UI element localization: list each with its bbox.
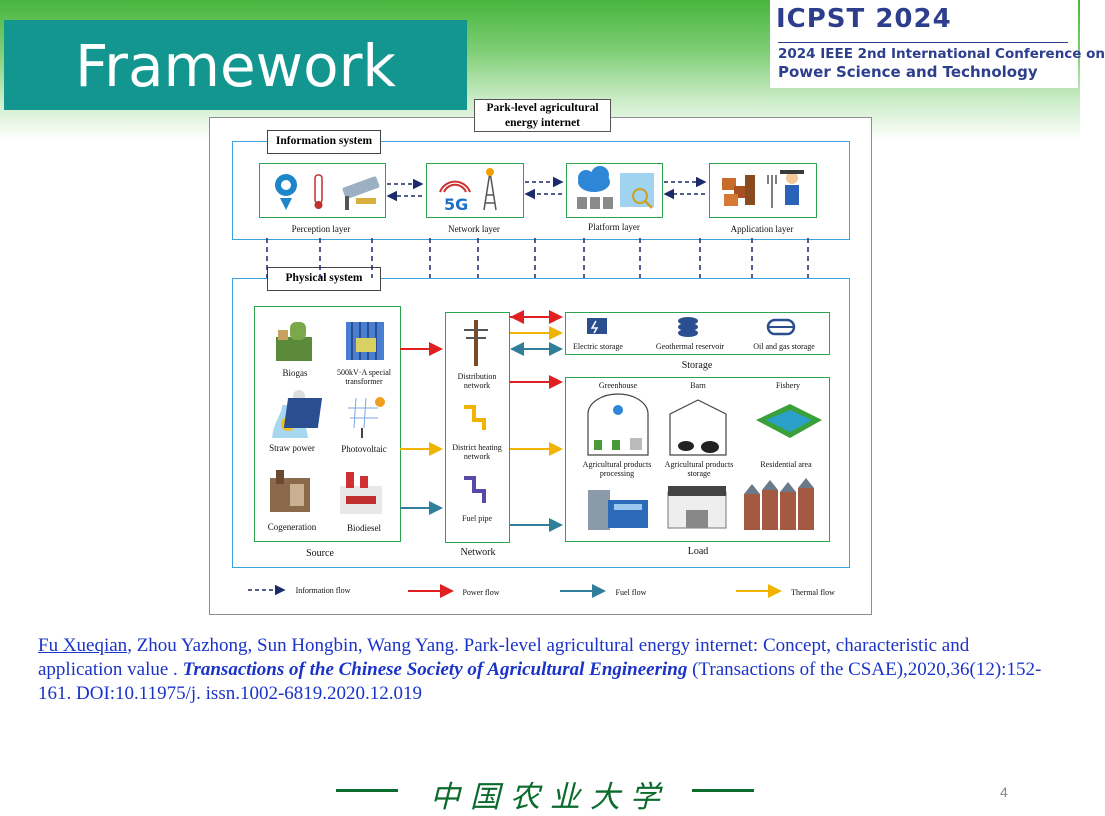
physical-system-label: Physical system bbox=[267, 267, 381, 291]
transformer-label: 500kV·A special transformer bbox=[337, 368, 391, 386]
oil-gas-storage-label: Oil and gas storage bbox=[753, 342, 815, 351]
conference-logo: ICPST 2024 2024 IEEE 2nd International C… bbox=[770, 0, 1105, 88]
network-layer-box bbox=[426, 163, 524, 218]
perception-layer-box bbox=[259, 163, 386, 218]
biodiesel-label: Biodiesel bbox=[347, 523, 381, 533]
figure-title: Park-level agricultural energy internet bbox=[474, 99, 611, 132]
greenhouse-label: Greenhouse bbox=[598, 381, 638, 390]
storage-caption: Storage bbox=[681, 360, 713, 371]
straw-power-label: Straw power bbox=[269, 443, 315, 453]
fuel-pipe-label: Fuel pipe bbox=[462, 514, 492, 523]
legend-fuel-flow: Fuel flow bbox=[615, 588, 647, 597]
perception-layer-label: Perception layer bbox=[291, 224, 351, 234]
information-system-label: Information system bbox=[267, 130, 381, 154]
citation: Fu Xueqian, Zhou Yazhong, Sun Hongbin, W… bbox=[38, 634, 1048, 706]
network-caption: Network bbox=[460, 547, 496, 558]
logo-line1: 2024 IEEE 2nd International Conference o… bbox=[778, 46, 1105, 62]
residential-label: Residential area bbox=[760, 460, 812, 469]
legend-thermal-flow: Thermal flow bbox=[791, 588, 835, 597]
application-layer-box bbox=[709, 163, 817, 218]
footer-university: 中国农业大学 bbox=[430, 780, 670, 815]
citation-first-author[interactable]: Fu Xueqian bbox=[38, 635, 128, 656]
slide-title: Framework bbox=[74, 32, 397, 100]
citation-journal: Transactions of the Chinese Society of A… bbox=[182, 659, 688, 680]
application-layer-label: Application layer bbox=[730, 224, 794, 234]
platform-layer-box bbox=[566, 163, 663, 218]
page-number: 4 bbox=[1000, 784, 1008, 800]
geothermal-label: Geothermal reservoir bbox=[655, 342, 725, 351]
photovoltaic-label: Photovoltaic bbox=[341, 444, 387, 454]
footer-rule-right bbox=[692, 789, 754, 792]
fishery-label: Fishery bbox=[776, 381, 800, 390]
electric-storage-label: Electric storage bbox=[573, 342, 623, 351]
citation-tail: (Transactions of the CSAE),2020,36(12):1… bbox=[38, 659, 1042, 704]
logo-title: ICPST 2024 bbox=[776, 4, 952, 34]
platform-layer-label: Platform layer bbox=[588, 222, 640, 232]
source-box bbox=[254, 306, 401, 542]
biogas-label: Biogas bbox=[282, 368, 308, 378]
distribution-network-label: Distribution network bbox=[457, 372, 497, 390]
load-caption: Load bbox=[687, 546, 709, 557]
barn-label: Barn bbox=[690, 381, 706, 390]
network-box bbox=[445, 312, 510, 543]
citation-rest: , Zhou Yazhong, Sun Hongbin, Wang Yang. … bbox=[38, 635, 970, 680]
network-layer-label: Network layer bbox=[448, 224, 500, 234]
title-box: Framework bbox=[4, 20, 467, 110]
district-heating-label: District heating network bbox=[452, 443, 502, 461]
products-processing-label: Agricultural products processing bbox=[582, 460, 652, 478]
logo-line2: Power Science and Technology bbox=[778, 63, 1038, 81]
footer-rule-left bbox=[336, 789, 398, 792]
products-storage-label: Agricultural products storage bbox=[664, 460, 734, 478]
legend-power-flow: Power flow bbox=[462, 588, 500, 597]
source-caption: Source bbox=[306, 548, 334, 559]
legend-info-flow: Information flow bbox=[295, 586, 351, 595]
logo-rule bbox=[778, 42, 1068, 43]
cogeneration-label: Cogeneration bbox=[267, 522, 317, 532]
